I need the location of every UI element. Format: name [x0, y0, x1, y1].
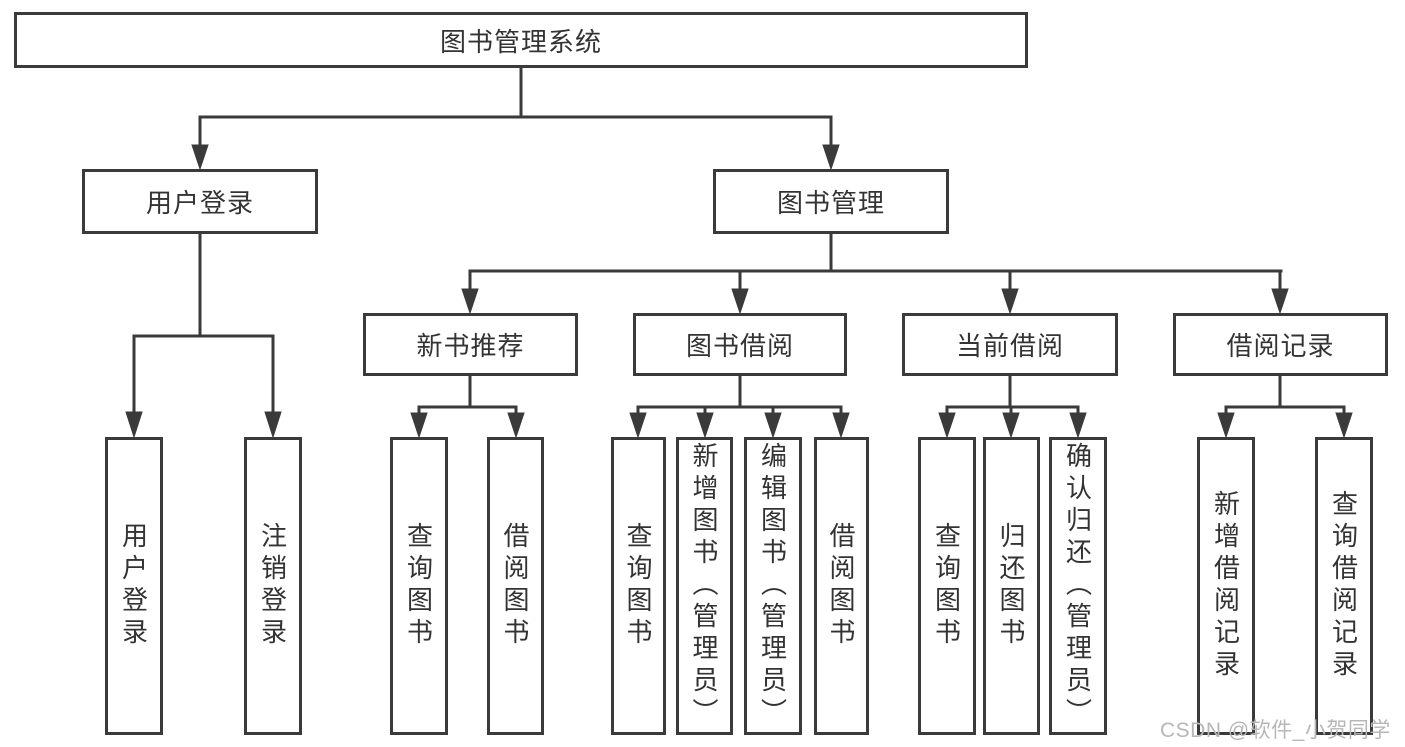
leaf-borrow-query-books: 查询图书 [611, 437, 666, 735]
leaf-current-query-books: 查询图书 [918, 437, 976, 735]
leaf-newbooks-borrow-books: 借阅图书 [487, 437, 544, 735]
node-current-borrow: 当前借阅 [902, 313, 1118, 376]
node-user-login: 用户登录 [82, 169, 318, 234]
leaf-user-login: 用户登录 [105, 437, 163, 735]
node-library-system: 图书管理系统 [14, 12, 1028, 68]
node-book-borrow: 图书借阅 [633, 313, 847, 376]
csdn-watermark: CSDN @软件_小贺同学 [1160, 719, 1391, 742]
leaf-borrow-borrow-books: 借阅图书 [814, 437, 869, 735]
leaf-borrow-add-books-admin: 新增图书（管理员） [676, 437, 733, 735]
node-book-management: 图书管理 [713, 169, 949, 234]
node-new-book-recommend: 新书推荐 [363, 313, 578, 376]
leaf-borrow-edit-books-admin: 编辑图书（管理员） [744, 437, 802, 735]
leaf-newbooks-query-books: 查询图书 [390, 437, 448, 735]
leaf-records-query-record: 查询借阅记录 [1315, 437, 1373, 735]
leaf-logout: 注销登录 [244, 437, 302, 735]
node-borrow-records: 借阅记录 [1173, 313, 1388, 376]
leaf-records-add-record: 新增借阅记录 [1197, 437, 1255, 735]
leaf-current-return-books: 归还图书 [983, 437, 1040, 735]
leaf-current-confirm-return-admin: 确认归还（管理员） [1049, 437, 1107, 735]
